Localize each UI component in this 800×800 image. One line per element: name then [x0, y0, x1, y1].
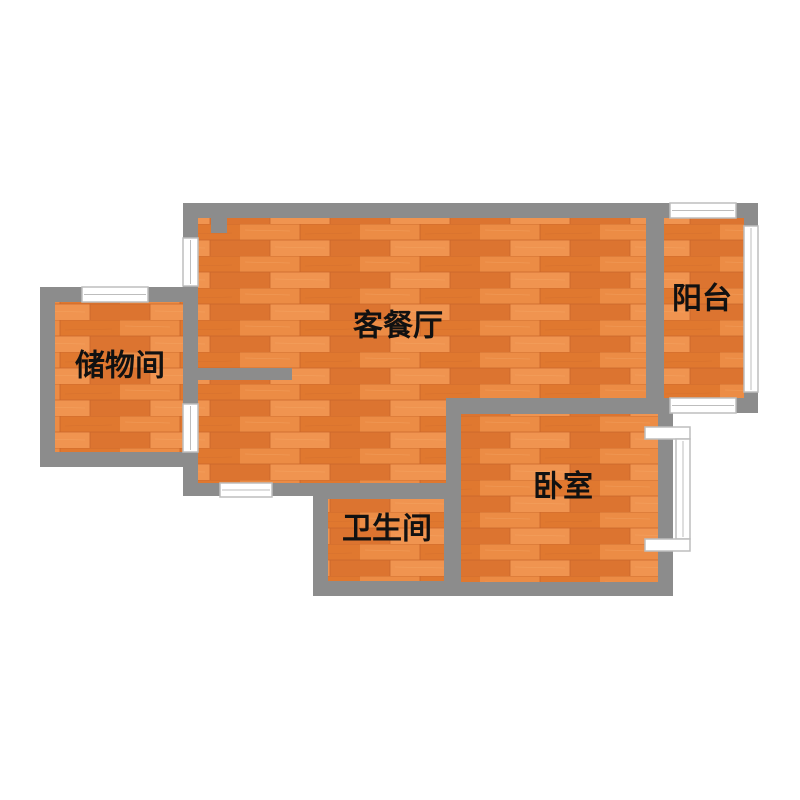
floor-balcony-area: [664, 218, 744, 398]
label-bathroom: 卫生间: [342, 512, 432, 547]
windows: [81, 202, 759, 552]
window-bedroom-bay-bottom: [644, 538, 691, 552]
room-labels: 客餐厅 阳台 储物间 卧室 卫生间: [75, 282, 732, 547]
floor-bathroom-area: [328, 499, 444, 581]
floor-storage-area: [55, 302, 183, 452]
floor-living-dining: [198, 218, 646, 483]
window-bedroom-bay-top: [644, 426, 691, 440]
label-bedroom: 卧室: [533, 470, 593, 505]
partition-stub: [198, 368, 292, 380]
label-balcony: 阳台: [672, 282, 732, 317]
label-living-dining: 客餐厅: [353, 309, 443, 344]
floor-bedroom-area: [461, 414, 658, 582]
floors: [55, 218, 744, 582]
label-storage: 储物间: [75, 349, 165, 384]
column-corner: [211, 217, 227, 233]
